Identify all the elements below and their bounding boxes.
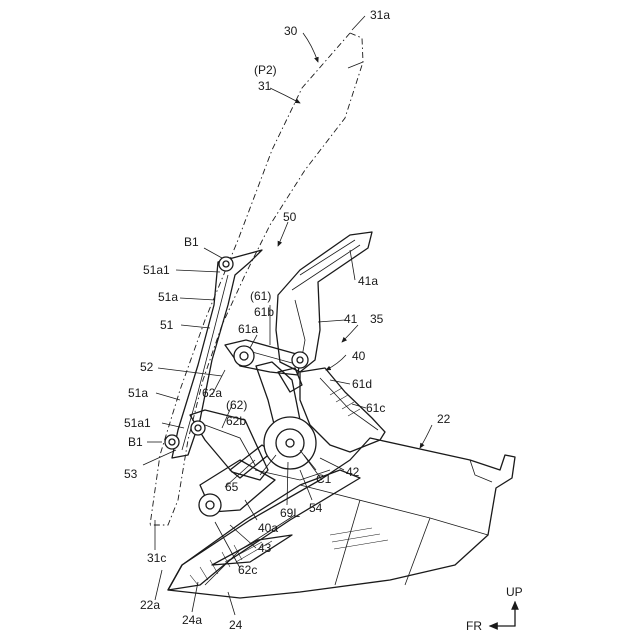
label-41: 41: [344, 312, 358, 326]
label-54: 54: [309, 501, 323, 515]
label-62-paren: (62): [226, 398, 247, 412]
label-51a-top: 51a: [158, 290, 178, 304]
label-61-paren: (61): [250, 289, 271, 303]
label-c1: C1: [316, 472, 332, 486]
label-40a: 40a: [258, 521, 278, 535]
part-43: [212, 535, 292, 565]
label-51a-mid: 51a: [128, 386, 148, 400]
label-51: 51: [160, 318, 174, 332]
label-61d: 61d: [352, 377, 372, 391]
label-31c: 31c: [147, 551, 166, 565]
direction-indicator: [490, 602, 515, 626]
label-b1-mid: B1: [128, 435, 143, 449]
label-24: 24: [229, 618, 243, 632]
label-62b: 62b: [226, 414, 246, 428]
label-52: 52: [140, 360, 154, 374]
label-43: 43: [258, 541, 272, 555]
label-22: 22: [437, 412, 451, 426]
label-51a1-mid: 51a1: [124, 416, 151, 430]
label-31a: 31a: [370, 8, 390, 22]
joint-62a: [191, 421, 205, 435]
label-61a: 61a: [238, 322, 258, 336]
leader-lines: [143, 16, 432, 615]
label-35: 35: [370, 312, 384, 326]
label-fr: FR: [466, 619, 482, 633]
joint-62c: [199, 494, 221, 516]
windscreen-31: [150, 33, 363, 525]
label-61c: 61c: [366, 401, 385, 415]
label-up: UP: [506, 585, 523, 599]
label-61b: 61b: [254, 305, 274, 319]
label-65: 65: [225, 480, 239, 494]
label-53: 53: [124, 467, 138, 481]
joint-61b: [292, 352, 308, 368]
label-50: 50: [283, 210, 297, 224]
label-69l: 69L: [280, 506, 300, 520]
bolt-b1-mid: [165, 435, 179, 449]
label-p2: (P2): [254, 63, 277, 77]
label-41a: 41a: [358, 274, 378, 288]
label-30: 30: [284, 24, 298, 38]
label-22a: 22a: [140, 598, 160, 612]
label-42: 42: [346, 465, 360, 479]
label-31: 31: [258, 79, 272, 93]
label-51a1-top: 51a1: [143, 263, 170, 277]
cowl-22: [168, 438, 515, 598]
bolt-b1-top: [219, 257, 233, 271]
label-b1-top: B1: [184, 235, 199, 249]
label-62a: 62a: [202, 386, 222, 400]
reference-labels: 30 31a (P2) 31 50 B1 51a1 41a 51a (61) 6…: [124, 8, 523, 633]
joint-61a: [234, 346, 254, 366]
label-24a: 24a: [182, 613, 202, 627]
label-40: 40: [352, 349, 366, 363]
label-62c: 62c: [238, 563, 257, 577]
